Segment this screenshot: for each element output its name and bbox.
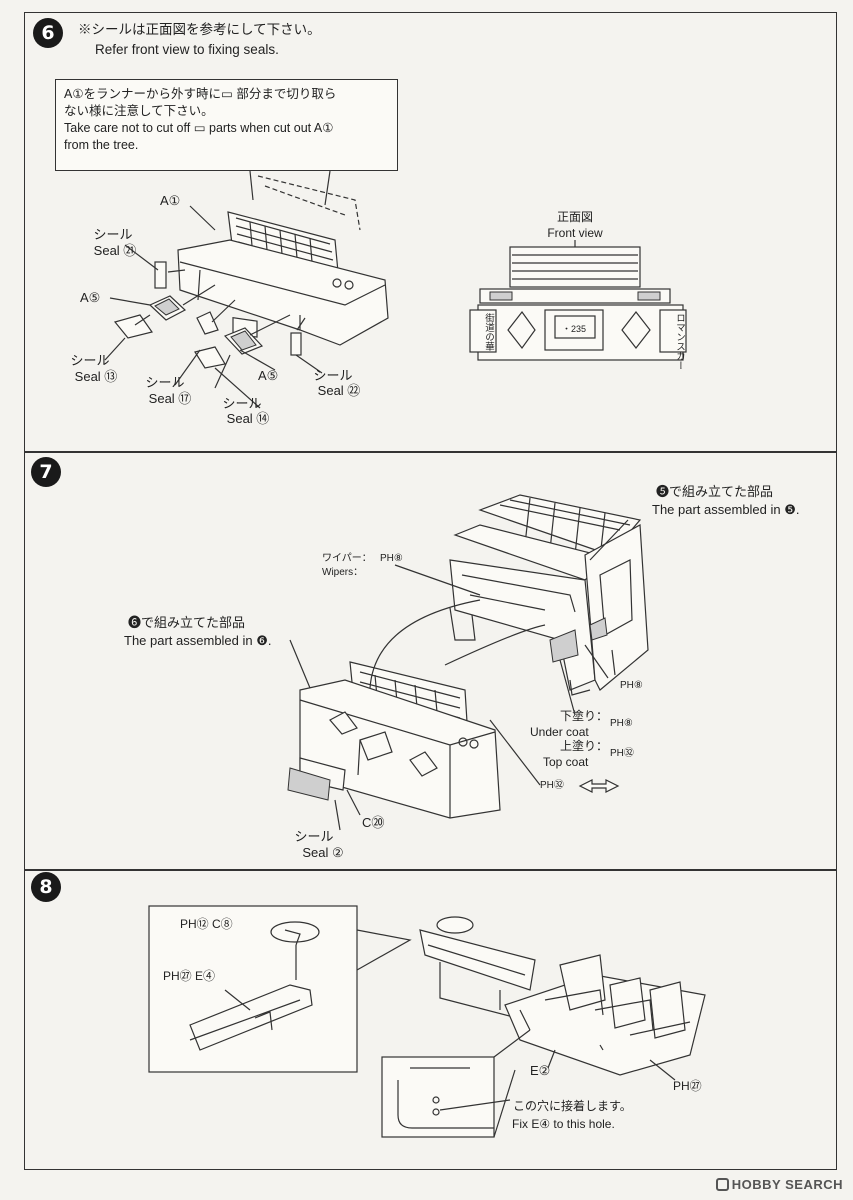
label-seal21-en: Seal ㉑ (93, 243, 137, 258)
front-view-title-jp: 正面図 (556, 210, 593, 224)
label-seal22-jp: シール (313, 368, 353, 383)
step-8-panel (24, 870, 837, 1170)
note-line-1: A①をランナーから外す時に▭ 部分まで切り取ら (64, 87, 337, 101)
label-topcoat-jp: 上塗り： (560, 739, 609, 753)
label-a5-left: A⑤ (80, 290, 101, 305)
note-line-4: from the tree. (64, 138, 139, 152)
label-e2: E② (530, 1063, 551, 1078)
label-undercoat-jp: 下塗り： (560, 709, 609, 723)
step-7-number: 7 (31, 457, 61, 487)
label-hole-en: Fix E④ to this hole. (512, 1117, 615, 1131)
hobbysearch-logo-icon (715, 1178, 729, 1191)
label-undercoat-en: Under coat (530, 725, 589, 739)
step-8-number: 8 (31, 872, 61, 902)
label-grille-code: PH㉜ (540, 780, 564, 791)
label-topcoat-en: Top coat (543, 755, 589, 769)
label-seal14-jp: シール (222, 396, 262, 411)
label-undercoat-code: PH⑧ (610, 718, 633, 729)
note-line-3: Take care not to cut off ▭ parts when cu… (64, 121, 334, 135)
step-6-instruction-jp: ※シールは正面図を参考にして下さい。 (78, 22, 321, 37)
label-ph12-c8: PH⑫ C⑧ (180, 917, 233, 931)
seal-21-shape (154, 261, 167, 289)
step-6-instruction-en: Refer front view to fixing seals. (95, 42, 279, 57)
label-wiper-code: PH⑧ (380, 553, 403, 564)
watermark-text: HOBBY SEARCH (731, 1177, 843, 1192)
front-view-title-en: Front view (547, 226, 603, 240)
front-view-left-panel-text: 街道の華 (483, 313, 494, 351)
label-ph27-e4: PH㉗ E④ (163, 969, 216, 983)
label-hole-jp: この穴に接着します。 (513, 1099, 632, 1113)
label-seal22-en: Seal ㉒ (317, 383, 361, 398)
label-topcoat-code: PH㉜ (610, 748, 634, 759)
label-part5-en: The part assembled in ❺. (652, 502, 800, 517)
cut-warning-note: A①をランナーから外す時に▭ 部分まで切り取ら ない様に注意して下さい。 Tak… (55, 79, 398, 171)
hobby-search-watermark: HOBBY SEARCH (715, 1177, 843, 1192)
label-part6-en: The part assembled in ❻. (124, 633, 272, 648)
step-6-number: 6 (33, 18, 63, 48)
label-cab-code: PH⑧ (620, 680, 643, 691)
label-seal17-en: Seal ⑰ (148, 391, 192, 406)
front-view-right-panel-text: ロマンスカー (674, 313, 685, 370)
label-seal14-en: Seal ⑭ (226, 411, 270, 426)
label-ph27: PH㉗ (673, 1079, 702, 1093)
label-seal2-jp: シール (294, 829, 334, 844)
label-seal13-jp: シール (70, 353, 110, 368)
label-seal13-en: Seal ⑬ (74, 369, 118, 384)
note-line-2: ない様に注意して下さい。 (64, 104, 214, 118)
label-part6-jp: ❻で組み立てた部品 (128, 615, 246, 630)
label-part5-jp: ❺で組み立てた部品 (656, 484, 774, 499)
label-seal17-jp: シール (145, 375, 185, 390)
label-a5-right: A⑤ (258, 368, 279, 383)
step-7-panel (24, 452, 837, 870)
step-6-panel (24, 12, 837, 452)
label-a1: A① (160, 193, 181, 208)
label-wiper-jp: ワイパー： (322, 553, 372, 564)
label-c20: C⑳ (362, 815, 385, 830)
label-wiper-en: Wipers： (322, 567, 364, 578)
label-seal2-en: Seal ② (302, 845, 344, 860)
label-seal21-jp: シール (93, 227, 133, 242)
front-view-plate-text: ・235 (562, 324, 587, 334)
